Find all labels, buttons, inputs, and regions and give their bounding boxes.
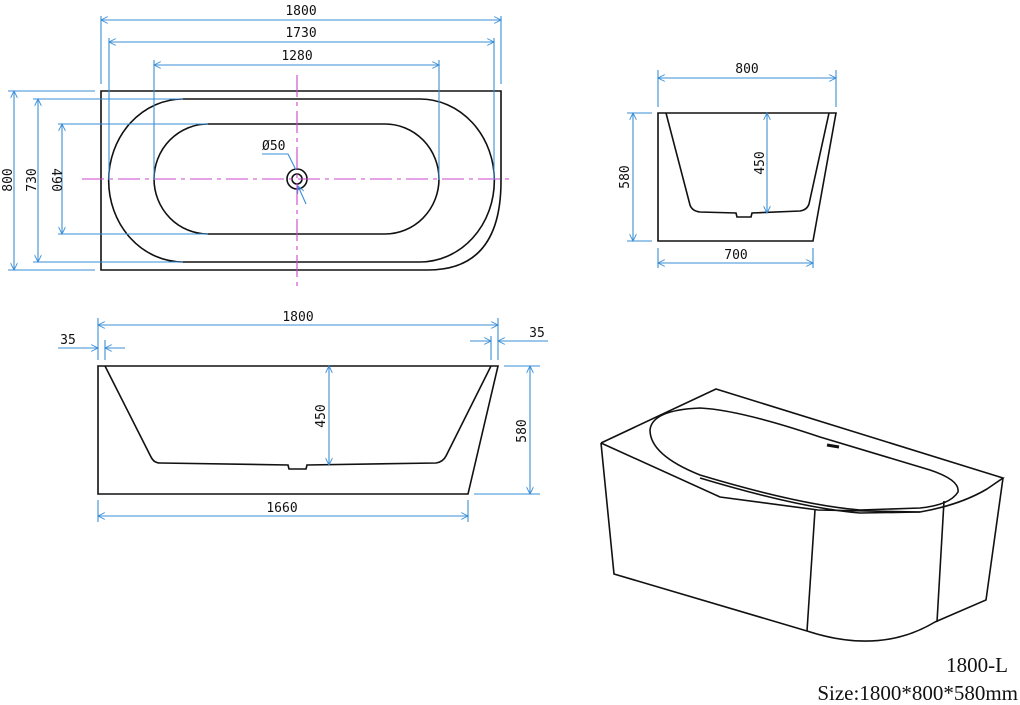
dim-text-end-bottom-width: 700 — [724, 248, 747, 263]
isometric-view — [600, 388, 1005, 642]
iso-panel-seam-2 — [936, 500, 945, 623]
dim-text-overall-width: 800 — [1, 168, 16, 191]
dim-text-end-height: 580 — [618, 165, 633, 188]
dim-text-end-top-width: 800 — [735, 62, 758, 77]
dim-text-side-bottom-length: 1660 — [266, 501, 297, 516]
end-view: 800 700 580 450 — [618, 62, 836, 268]
dim-text-drain-diameter: Ø50 — [262, 139, 285, 154]
model-number: 1800-L — [946, 653, 1008, 677]
iso-basin-outline — [649, 407, 959, 511]
dim-text-overall-length: 1800 — [285, 4, 316, 19]
top-view-basin — [153, 123, 440, 235]
top-view: 1800 1730 1280 800 730 490 Ø50 — [1, 4, 512, 290]
side-view: 1800 1660 35 35 580 450 — [58, 310, 548, 522]
iso-basin-inner-edge — [699, 477, 921, 514]
dim-text-side-height: 580 — [515, 419, 530, 442]
side-view-basin — [104, 365, 492, 470]
dim-text-basin-width: 490 — [48, 168, 63, 191]
iso-drain — [826, 443, 840, 449]
end-view-basin — [665, 112, 830, 218]
iso-top-rim-outline — [600, 388, 1005, 513]
drain-leader — [262, 153, 297, 171]
dim-text-rim-length: 1730 — [285, 26, 316, 41]
title-block: 1800-L Size:1800*800*580mm — [817, 653, 1018, 705]
dim-text-left-rim: 35 — [60, 333, 76, 348]
iso-panel-seam-1 — [806, 509, 816, 632]
dim-text-side-depth: 450 — [314, 404, 329, 427]
dim-text-rim-width: 730 — [25, 168, 40, 191]
side-view-outline — [97, 365, 500, 495]
dim-text-side-top-length: 1800 — [282, 310, 313, 325]
size-label: Size:1800*800*580mm — [817, 681, 1018, 705]
iso-curved-face — [806, 477, 1004, 642]
drain-leader-2 — [298, 186, 307, 205]
dim-text-right-rim: 35 — [529, 326, 545, 341]
top-view-outer-outline — [100, 90, 502, 271]
end-view-outline — [657, 112, 837, 242]
iso-front-face — [600, 442, 808, 632]
dim-text-basin-length: 1280 — [281, 49, 312, 64]
top-view-rim-inner — [107, 98, 496, 263]
dim-text-end-depth: 450 — [753, 151, 768, 174]
